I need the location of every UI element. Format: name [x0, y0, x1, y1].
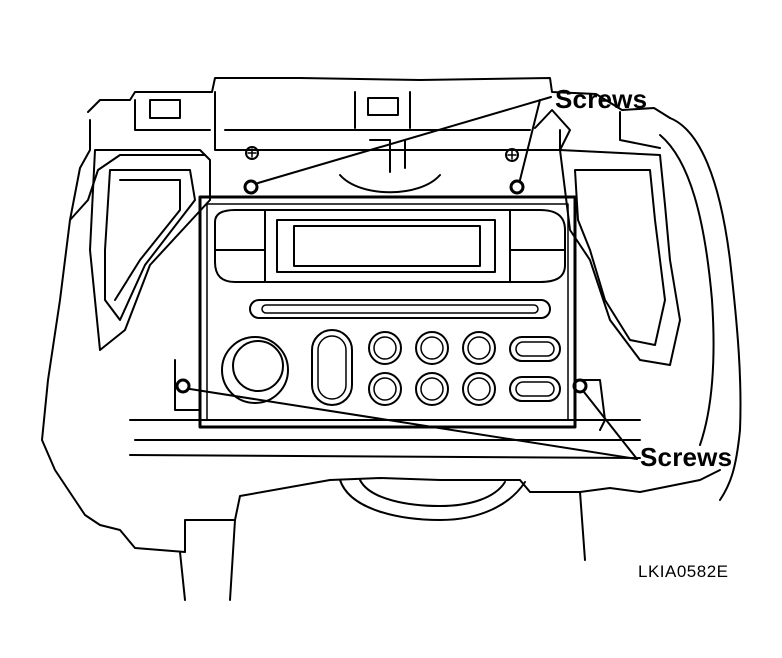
preset-buttons	[368, 331, 561, 406]
radio-unit	[198, 195, 577, 429]
bracket-screw-marks	[245, 146, 519, 162]
screw-bottom-right	[572, 378, 588, 394]
screw-top-right	[509, 179, 525, 195]
volume-knob	[221, 336, 289, 404]
figure-id: LKIA0582E	[638, 562, 729, 581]
leader-lines	[189, 96, 638, 460]
dashboard-outline	[41, 77, 742, 601]
tall-button	[311, 329, 353, 406]
screw-bottom-left	[175, 378, 191, 394]
radio-screws	[175, 179, 588, 394]
radio-display	[214, 209, 566, 283]
screws-callout-top: Screws	[555, 84, 648, 114]
cd-slot	[249, 299, 551, 319]
screws-callout-bottom: Screws	[640, 442, 733, 472]
screw-top-left	[243, 179, 259, 195]
